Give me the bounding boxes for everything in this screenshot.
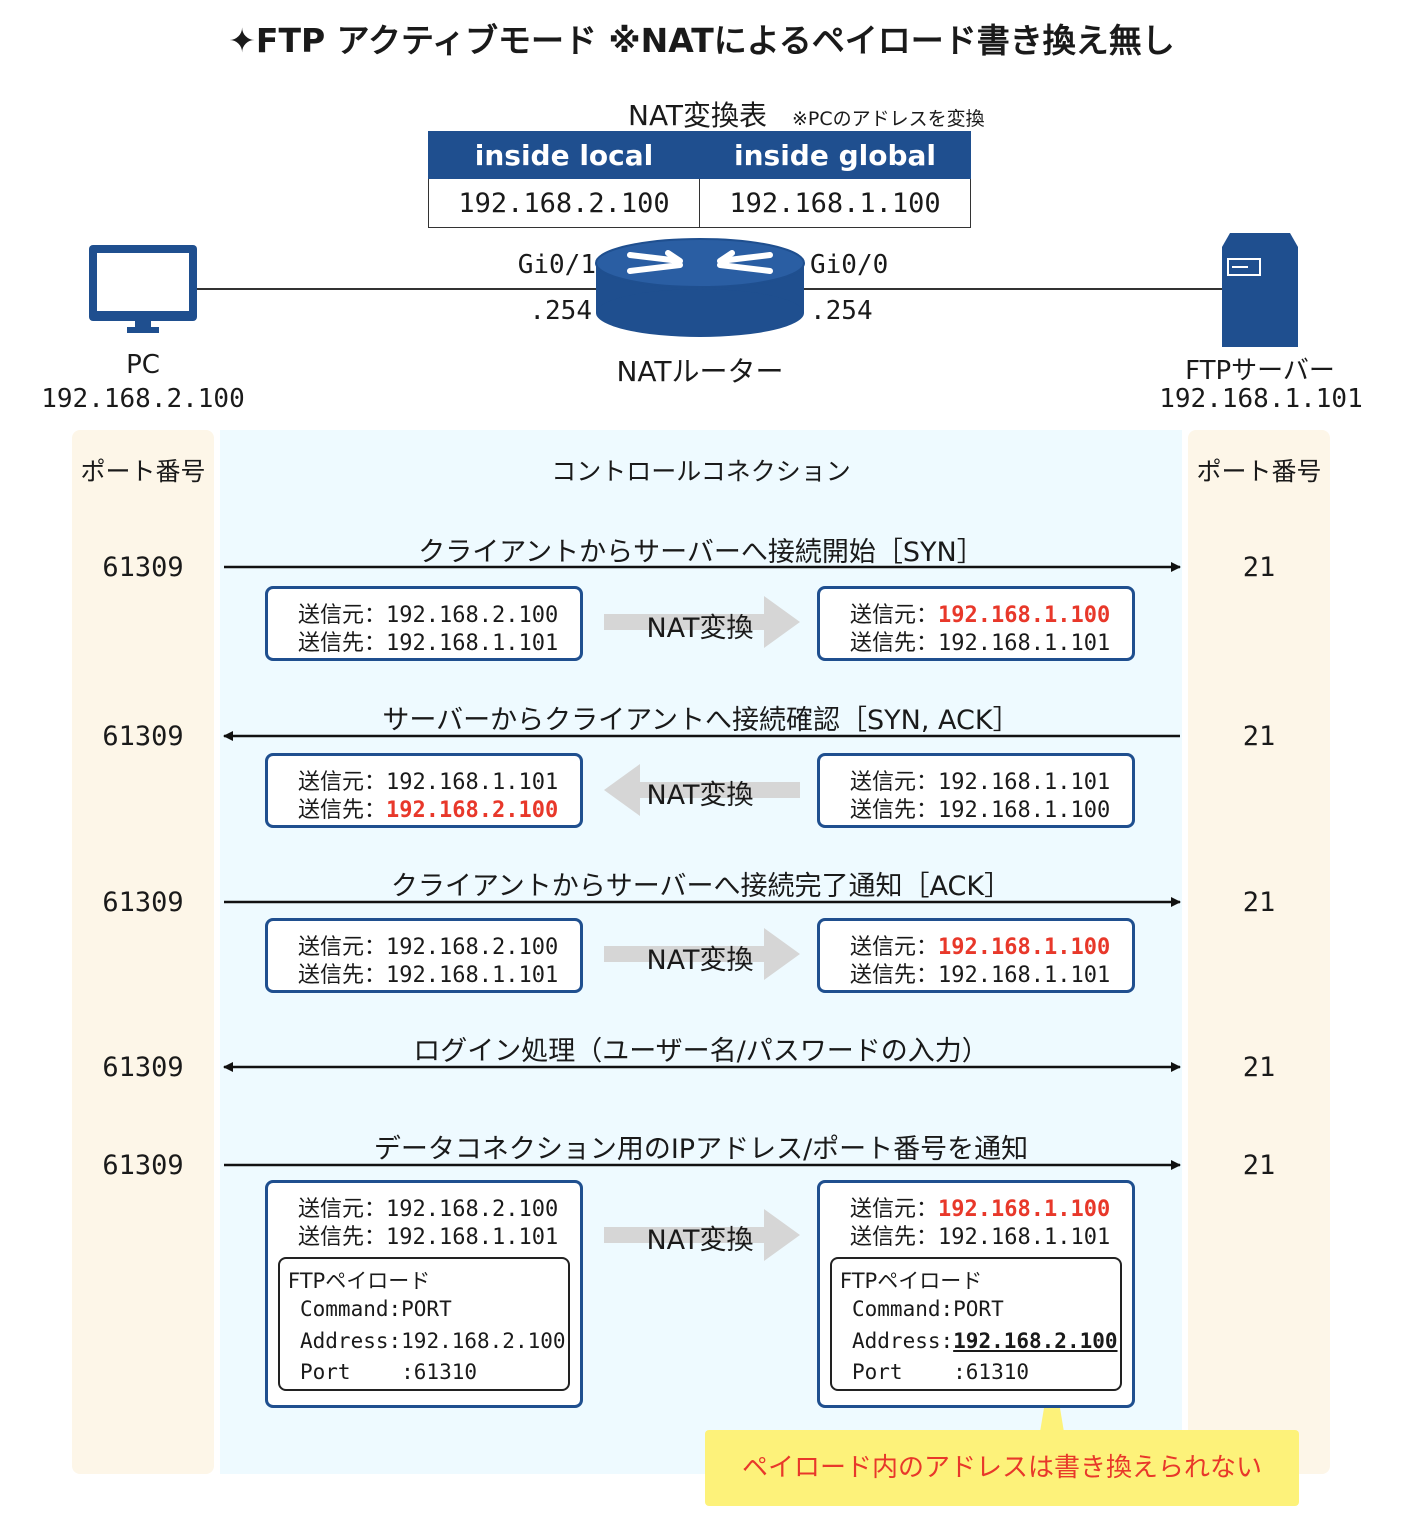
router-icon [595, 238, 805, 337]
router-label: NATルーター [616, 355, 784, 388]
step-1-nat-arrow [604, 596, 800, 648]
payload-port: Port :61310 [852, 1360, 1030, 1384]
step-3-after-dst: 192.168.1.101 [938, 963, 1111, 988]
page-title: ✦FTP アクティブモード ※NATによるペイロード書き換え無し [228, 21, 1175, 60]
step-2-before-dst: 192.168.2.100 [386, 798, 559, 823]
step-5-after-src: 192.168.1.100 [938, 1197, 1111, 1222]
step-3-after-src: 192.168.1.100 [938, 935, 1111, 960]
step-2-after-box: 送信元：192.168.1.101 送信先：192.168.1.100 [817, 753, 1135, 828]
payload-address-unchanged: 192.168.2.100 [953, 1329, 1118, 1353]
server-ip: 192.168.1.101 [1159, 384, 1363, 414]
step-1-nat-label: NAT変換 [646, 613, 754, 644]
step-3-before-src: 192.168.2.100 [386, 935, 559, 960]
topology-diagram [89, 233, 1298, 347]
server-label: FTPサーバー [1185, 356, 1335, 386]
step-4-label: ログイン処理（ユーザー名/パスワードの入力） [413, 1036, 989, 1067]
step-5-after-payload: FTPペイロード Command:PORT Address:192.168.2.… [830, 1257, 1122, 1391]
step-1-client-port: 61309 [102, 552, 184, 583]
step-2-after-src: 192.168.1.101 [938, 770, 1111, 795]
nat-cell-inside-global: 192.168.1.100 [699, 178, 971, 228]
step-2-nat-arrow [604, 764, 800, 816]
step-2-after-dst: 192.168.1.100 [938, 798, 1111, 823]
nat-table-caption: NAT変換表 [628, 99, 768, 132]
nat-table: inside local inside global 192.168.2.100… [428, 131, 971, 228]
step-5-nat-label: NAT変換 [646, 1225, 754, 1256]
step-3-label: クライアントからサーバーへ接続完了通知［ACK］ [390, 871, 1012, 902]
payload-port: Port :61310 [300, 1360, 478, 1384]
pc-ip: 192.168.2.100 [41, 384, 245, 414]
payload-note-callout: ペイロード内のアドレスは書き換えられない [705, 1430, 1299, 1506]
step-3-client-port: 61309 [102, 887, 184, 918]
step-4-client-port: 61309 [102, 1052, 184, 1083]
payload-title: FTPペイロード [288, 1269, 431, 1293]
nat-table-note: ※PCのアドレスを変換 [792, 108, 985, 130]
step-2-nat-label: NAT変換 [646, 780, 754, 811]
step-2-label: サーバーからクライアントへ接続確認［SYN, ACK］ [382, 705, 1020, 736]
step-2-before-src: 192.168.1.101 [386, 770, 559, 795]
router-right-ip: .254 [810, 296, 873, 326]
step-1-before-src: 192.168.2.100 [386, 603, 559, 628]
payload-command: Command:PORT [852, 1297, 1004, 1321]
step-3-before-box: 送信元：192.168.2.100 送信先：192.168.1.101 [265, 918, 583, 993]
step-1-after-src: 192.168.1.100 [938, 603, 1111, 628]
step-2-client-port: 61309 [102, 721, 184, 752]
nat-cell-inside-local: 192.168.2.100 [428, 178, 700, 228]
step-3-nat-label: NAT変換 [646, 945, 754, 976]
step-5-client-port: 61309 [102, 1150, 184, 1181]
step-3-after-box: 送信元：192.168.1.100 送信先：192.168.1.101 [817, 918, 1135, 993]
control-connection-header: コントロールコネクション [551, 457, 851, 486]
step-4-server-port: 21 [1242, 1052, 1276, 1083]
server-port-column [1188, 430, 1330, 1474]
payload-address: 192.168.2.100 [401, 1329, 566, 1353]
step-1-label: クライアントからサーバーへ接続開始［SYN］ [418, 537, 984, 568]
step-2-server-port: 21 [1242, 721, 1276, 752]
router-right-interface: Gi0/0 [810, 250, 889, 280]
step-1-after-box: 送信元：192.168.1.100 送信先：192.168.1.101 [817, 586, 1135, 661]
client-port-header: ポート番号 [80, 457, 206, 486]
payload-command: Command:PORT [300, 1297, 452, 1321]
step-3-server-port: 21 [1242, 887, 1276, 918]
server-port-header: ポート番号 [1196, 457, 1322, 486]
step-1-server-port: 21 [1242, 552, 1276, 583]
step-5-before-dst: 192.168.1.101 [386, 1225, 559, 1250]
step-5-label: データコネクション用のIPアドレス/ポート番号を通知 [373, 1134, 1029, 1165]
client-port-column [72, 430, 214, 1474]
pc-icon [89, 245, 197, 333]
step-5-before-src: 192.168.2.100 [386, 1197, 559, 1222]
step-1-before-dst: 192.168.1.101 [386, 631, 559, 656]
step-1-after-dst: 192.168.1.101 [938, 631, 1111, 656]
server-icon [1222, 233, 1298, 347]
nat-header-inside-local: inside local [428, 131, 700, 179]
step-5-after-box: 送信元：192.168.1.100 送信先：192.168.1.101 FTPペ… [817, 1180, 1135, 1408]
step-5-server-port: 21 [1242, 1150, 1276, 1181]
step-5-nat-arrow [604, 1209, 800, 1261]
step-5-before-box: 送信元：192.168.2.100 送信先：192.168.1.101 FTPペ… [265, 1180, 583, 1408]
step-5-after-dst: 192.168.1.101 [938, 1225, 1111, 1250]
step-1-before-box: 送信元：192.168.2.100 送信先：192.168.1.101 [265, 586, 583, 661]
pc-label: PC [126, 350, 160, 380]
step-5-before-payload: FTPペイロード Command:PORT Address:192.168.2.… [278, 1257, 570, 1391]
payload-title: FTPペイロード [840, 1269, 983, 1293]
step-3-before-dst: 192.168.1.101 [386, 963, 559, 988]
step-3-nat-arrow [604, 928, 800, 980]
step-2-before-box: 送信元：192.168.1.101 送信先：192.168.2.100 [265, 753, 583, 828]
router-left-interface: Gi0/1 [517, 250, 596, 280]
router-left-ip: .254 [529, 296, 592, 326]
